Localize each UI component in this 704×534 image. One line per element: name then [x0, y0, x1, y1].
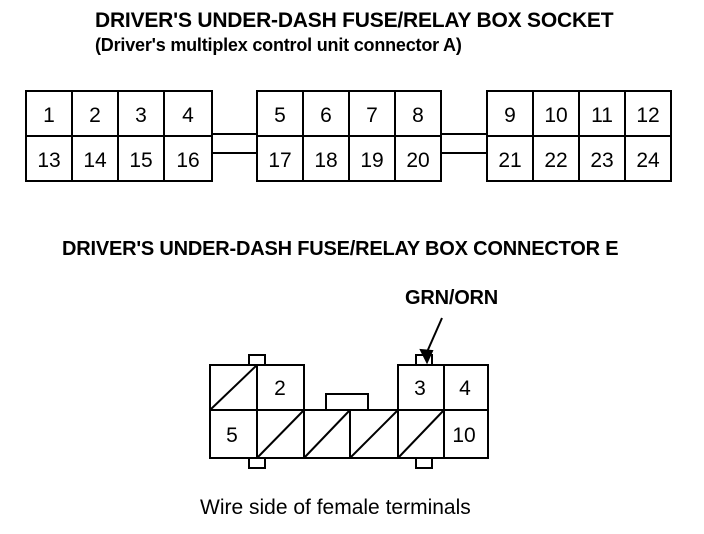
socket-pin: 23: [590, 149, 613, 172]
socket-pin: 19: [360, 149, 383, 172]
socket-pin: 21: [498, 149, 521, 172]
socket-block-1: [25, 90, 213, 182]
wire-pointer: [419, 317, 443, 365]
connector-title: DRIVER'S UNDER-DASH FUSE/RELAY BOX CONNE…: [62, 238, 619, 260]
socket-pin: 11: [591, 104, 613, 127]
socket-pin: 18: [314, 149, 337, 172]
wire-color-label: GRN/ORN: [405, 287, 499, 309]
socket-pin: 20: [406, 149, 429, 172]
socket-pin: 17: [268, 149, 291, 172]
socket-bridges: [212, 133, 487, 154]
socket-pin: 7: [366, 104, 378, 127]
connector-pin: 4: [459, 377, 471, 400]
connector-pin: 2: [274, 377, 286, 400]
socket-pin: 13: [37, 149, 60, 172]
socket-pin: 4: [182, 104, 194, 127]
socket-pin: 5: [274, 104, 286, 127]
socket-subtitle: (Driver's multiplex control unit connect…: [95, 35, 462, 55]
socket-pin: 22: [544, 149, 567, 172]
socket-pin: 24: [636, 149, 660, 172]
connector-e-body: [209, 354, 489, 469]
socket-pin: 12: [636, 104, 659, 127]
socket-pin: 3: [135, 104, 147, 127]
connector-pin: 5: [226, 424, 238, 447]
socket-pin: 15: [129, 149, 152, 172]
socket-pin: 14: [83, 149, 107, 172]
connector-pin: 3: [414, 377, 426, 400]
socket-pin: 10: [544, 104, 567, 127]
socket-pin: 2: [89, 104, 101, 127]
connector-caption: Wire side of female terminals: [200, 496, 471, 519]
socket-pin: 16: [176, 149, 199, 172]
socket-pin: 1: [43, 104, 55, 127]
connector-pin: 10: [452, 424, 475, 447]
socket-pin: 8: [412, 104, 424, 127]
socket-block-3: [486, 90, 672, 182]
socket-title: DRIVER'S UNDER-DASH FUSE/RELAY BOX SOCKE…: [95, 9, 614, 32]
socket-pin: 9: [504, 104, 516, 127]
socket-pin: 6: [320, 104, 332, 127]
socket-block-2: [256, 90, 442, 182]
